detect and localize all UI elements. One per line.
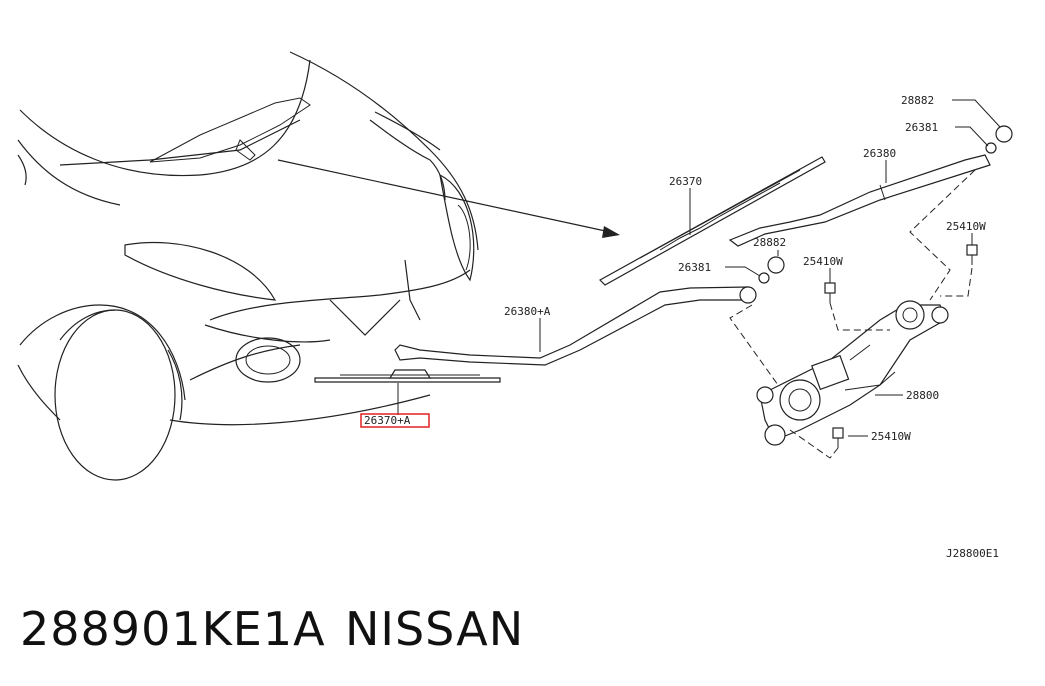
callout-25410w-bot: 25410W [871, 430, 911, 443]
wiper-arm-26380a [394, 286, 757, 366]
nut-26381-top [985, 142, 997, 154]
diagram-code: J28800E1 [946, 547, 999, 560]
cap-28882-top [995, 125, 1013, 143]
cap-28882-mid [767, 256, 785, 274]
dashed-assembly-lines [729, 169, 976, 459]
callout-leaders [397, 99, 1001, 437]
direction-arrow [277, 159, 620, 238]
callout-25410w-top: 25410W [946, 220, 986, 233]
callout-25410w-mid: 25410W [803, 255, 843, 268]
callout-26370a: 26370+A [364, 414, 411, 427]
vehicle-outline [17, 51, 479, 481]
callout-26381-mid: 26381 [678, 261, 711, 274]
callout-26370: 26370 [669, 175, 702, 188]
wiper-arm-26380 [728, 154, 991, 247]
callout-26380a: 26380+A [504, 305, 551, 318]
callout-28882-mid: 28882 [753, 236, 786, 249]
callout-26370a-highlight: 26370+A [360, 413, 430, 428]
part-number-caption: 288901KE1A [20, 602, 326, 656]
brand-caption: NISSAN [345, 602, 524, 656]
callout-28882-top: 28882 [901, 94, 934, 107]
wiper-blade-26370 [599, 156, 826, 286]
wiper-blade-26370a [314, 369, 501, 383]
callout-28800: 28800 [906, 389, 939, 402]
nut-26381-mid [758, 272, 770, 284]
callout-26380: 26380 [863, 147, 896, 160]
wiper-linkage-28800 [756, 300, 949, 446]
callout-26381-top: 26381 [905, 121, 938, 134]
